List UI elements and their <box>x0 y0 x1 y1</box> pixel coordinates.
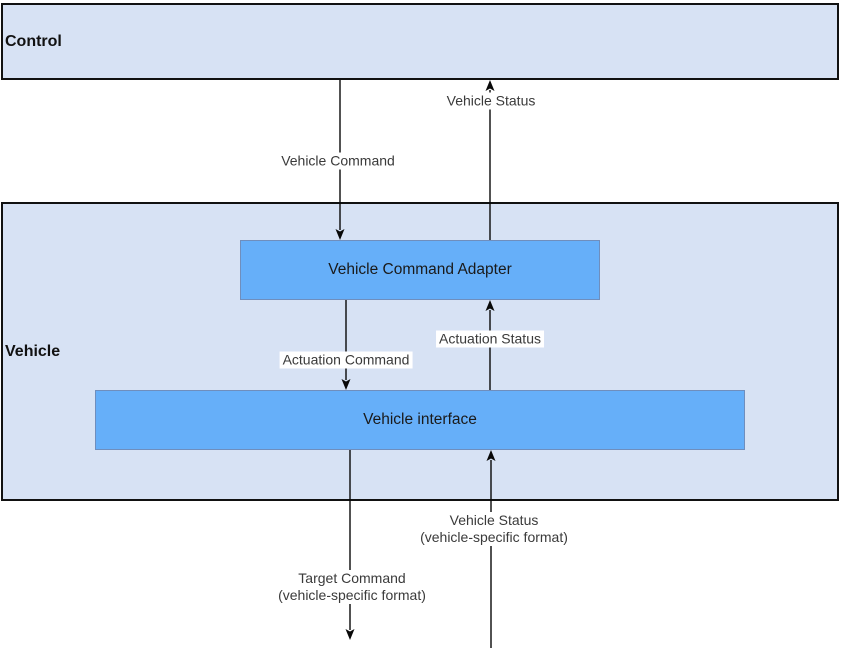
target-command-line1: Target Command <box>298 570 406 586</box>
vehicle-region-label: Vehicle <box>5 342 61 360</box>
edge-vehicle-status <box>485 80 495 240</box>
vehicle-status-specific-edge-label: Vehicle Status (vehicle-specific format) <box>417 512 571 546</box>
edge-vehicle-status-specific <box>486 450 496 648</box>
arrowhead-up-icon <box>486 450 496 461</box>
control-region: Control <box>1 3 839 80</box>
vehicle-interface-label: Vehicle interface <box>363 411 477 428</box>
arrowhead-down-icon <box>345 629 355 640</box>
arrowhead-down-icon <box>341 379 351 390</box>
vehicle-status-edge-label: Vehicle Status <box>443 92 539 110</box>
vehicle-command-edge-label: Vehicle Command <box>278 152 398 170</box>
control-region-label: Control <box>5 32 62 50</box>
target-command-edge-label: Target Command (vehicle-specific format) <box>275 570 429 604</box>
vehicle-status-specific-line1: Vehicle Status <box>449 512 539 528</box>
arrowhead-down-icon <box>335 229 345 240</box>
arrowhead-up-icon <box>485 300 495 311</box>
vehicle-interface-node: Vehicle interface <box>95 390 745 450</box>
edge-actuation-command <box>341 300 351 390</box>
vehicle-status-specific-line2: (vehicle-specific format) <box>420 529 568 545</box>
target-command-line2: (vehicle-specific format) <box>278 587 426 603</box>
edge-target-command <box>345 450 355 640</box>
vehicle-command-adapter-node: Vehicle Command Adapter <box>240 240 600 300</box>
edge-actuation-status <box>485 300 495 390</box>
actuation-status-edge-label: Actuation Status <box>436 330 544 348</box>
arrowhead-up-icon <box>485 80 495 91</box>
vehicle-command-adapter-label: Vehicle Command Adapter <box>328 261 512 278</box>
actuation-command-edge-label: Actuation Command <box>279 351 413 369</box>
